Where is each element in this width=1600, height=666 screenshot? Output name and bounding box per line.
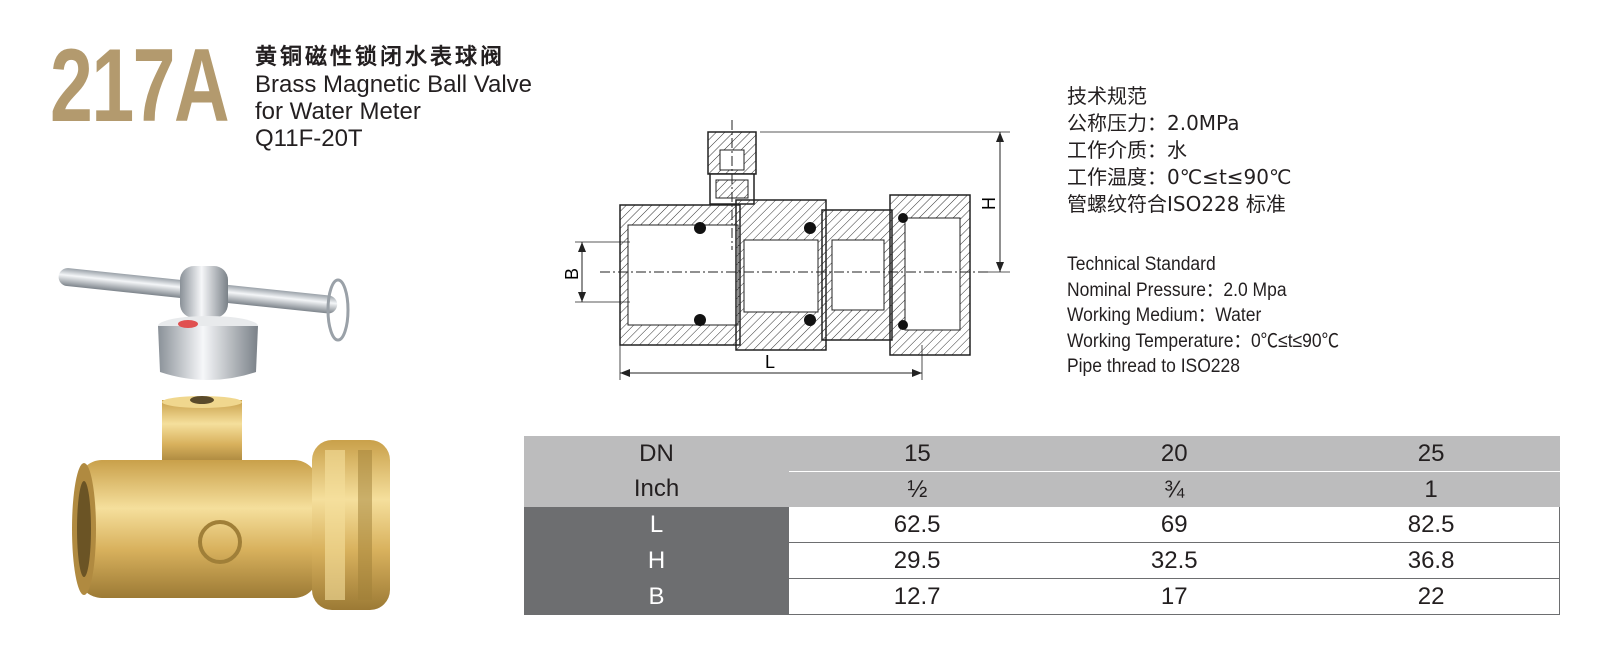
spec-cn-medium: 工作介质：水 [1067, 138, 1187, 162]
table-cell: 29.5 [789, 542, 1047, 579]
spec-en-heading: Technical Standard [1067, 254, 1216, 275]
spec-chinese: 技术规范 公称压力：2.0MPa 工作介质：水 工作温度：0℃≤t≤90℃ 管螺… [1067, 83, 1291, 218]
table-cell: 22 [1302, 578, 1560, 615]
spec-en-thread: Pipe thread to ISO228 [1067, 356, 1240, 377]
spec-english: Technical Standard Nominal Pressure：2.0 … [1067, 252, 1339, 380]
table-cell: 25 [1302, 436, 1560, 472]
row-label: L [524, 507, 789, 543]
spec-cn-heading: 技术规范 [1067, 84, 1147, 108]
table-cell: ¾ [1045, 471, 1303, 507]
row-label: DN [524, 436, 789, 472]
table-cell: 17 [1045, 578, 1304, 615]
spec-cn-pressure: 公称压力：2.0MPa [1067, 111, 1240, 135]
table-cell: 20 [1045, 436, 1303, 472]
table-cell: ½ [789, 471, 1046, 507]
table-cell: 62.5 [789, 507, 1047, 543]
table-cell: 32.5 [1045, 542, 1304, 579]
title-english-line2: for Water Meter [255, 98, 421, 125]
spec-en-medium: Working Medium：Water [1067, 305, 1262, 326]
table-cell: 82.5 [1302, 507, 1560, 543]
row-label: H [524, 542, 789, 579]
model-code: Q11F-20T [255, 125, 363, 152]
table-cell: 12.7 [789, 578, 1047, 615]
title-english-line1: Brass Magnetic Ball Valve [255, 71, 533, 98]
table-cell: 1 [1302, 471, 1560, 507]
spec-en-temperature: Working Temperature：0℃≤t≤90℃ [1067, 330, 1340, 352]
table-cell: 36.8 [1302, 542, 1560, 579]
dimension-label-h: H [979, 197, 999, 210]
title-block: 黄铜磁性锁闭水表球阀 Brass Magnetic Ball Valve for… [255, 44, 532, 152]
product-photo [58, 266, 390, 610]
row-label: Inch [524, 471, 789, 507]
spec-cn-thread: 管螺纹符合ISO228 标准 [1067, 192, 1286, 216]
spec-en-pressure: Nominal Pressure：2.0 Mpa [1067, 279, 1287, 301]
dimension-label-l: L [765, 352, 775, 372]
row-label: B [524, 578, 789, 615]
table-cell: 69 [1045, 507, 1304, 543]
cross-section-drawing: H B L [562, 120, 1010, 380]
table-cell: 15 [789, 436, 1046, 472]
title-chinese: 黄铜磁性锁闭水表球阀 [255, 45, 506, 70]
spec-cn-temperature: 工作温度：0℃≤t≤90℃ [1067, 165, 1292, 189]
model-number: 217A [50, 28, 230, 144]
dimension-label-b: B [562, 268, 582, 280]
